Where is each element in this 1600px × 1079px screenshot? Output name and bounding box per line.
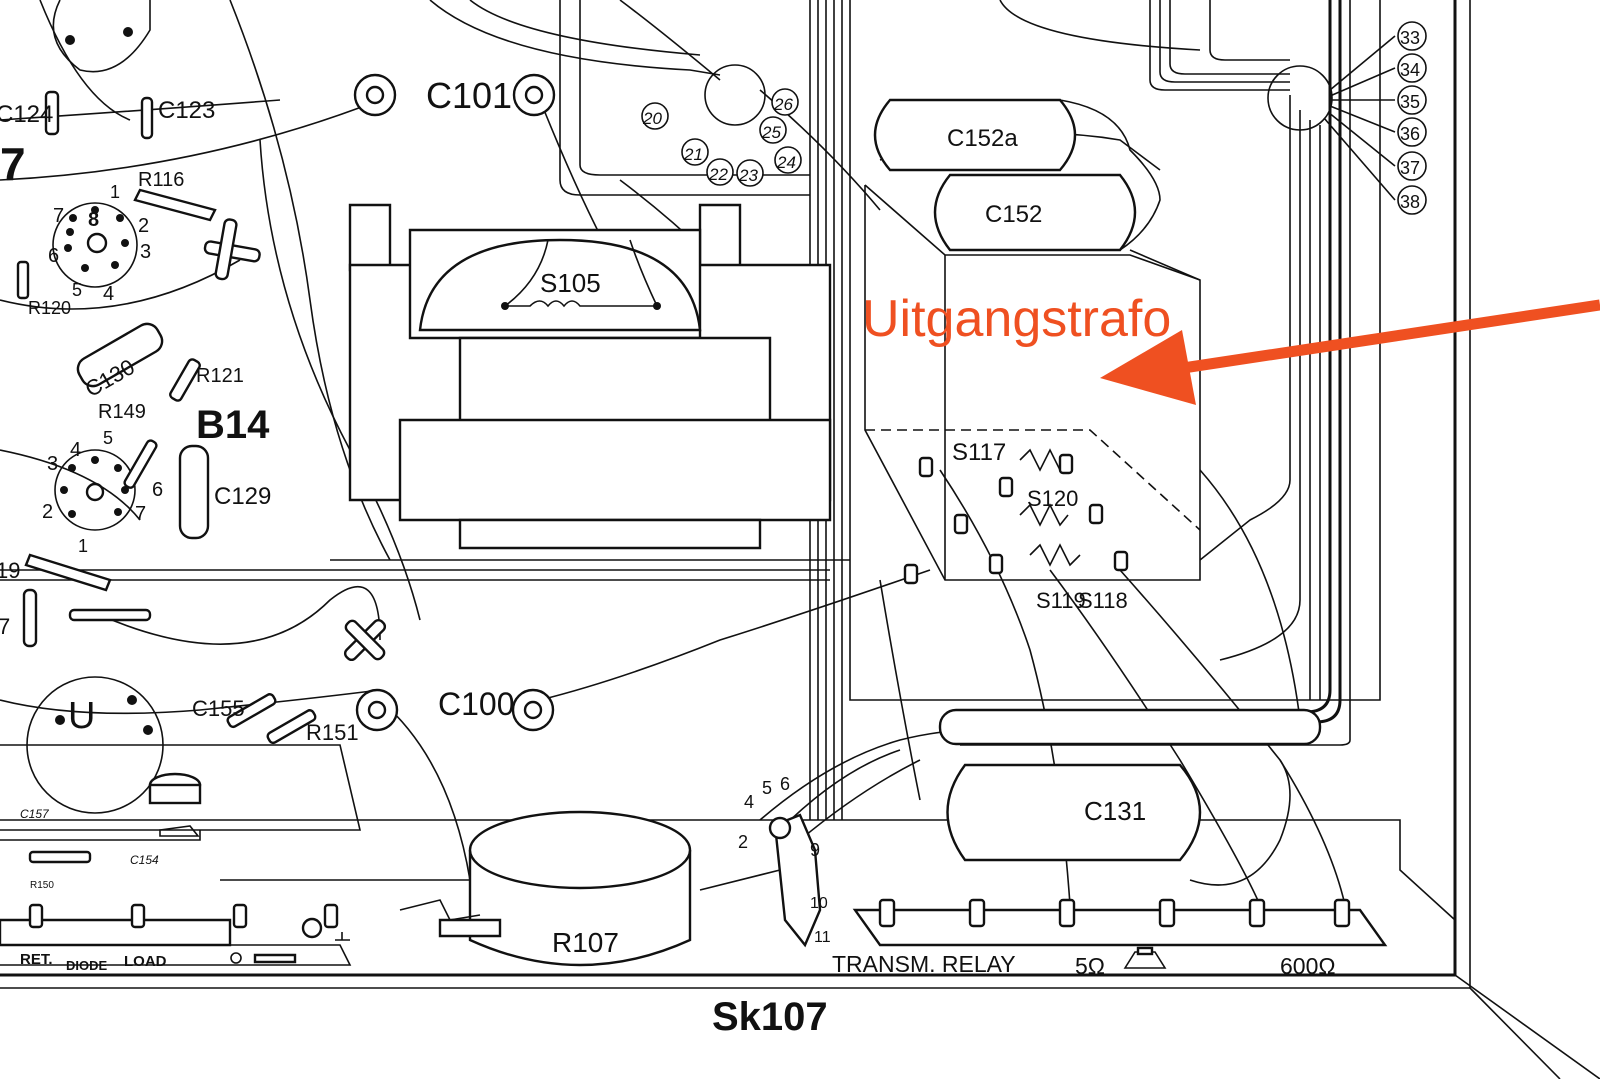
tube-partial-top [52,0,151,73]
c124-label: C124 [0,101,53,128]
c100-label: C100 [438,686,515,722]
terminal-strip-left: RET. DIODE LOAD [0,903,352,973]
left-components: C124 7 C123 R116 R120 C130 R121 R149 B14… [0,90,362,891]
arrow-left-icon [1100,299,1600,405]
s119-label: S119 [1036,588,1086,613]
cn-22: 22 [708,165,728,184]
cn-20: 20 [642,109,662,128]
tube-socket-bottom: 1 2 3 4 5 6 7 [42,428,163,556]
output-transformer-box: S117 S120 S119 S118 [864,184,1201,613]
c100-terminals: C100 [355,686,555,732]
pin-b-3: 3 [47,453,58,475]
r151-label: R151 [306,720,359,745]
c123-label: C123 [158,97,215,124]
fragment-7-top: 7 [0,138,26,190]
c101-terminals: C101 [353,73,556,117]
cable-sleeve [938,708,1322,746]
s105-label: S105 [540,268,601,298]
pin-3: 3 [140,241,151,263]
sw-term-6: 6 [780,774,790,794]
sw-term-10: 10 [810,895,828,912]
r121-label: R121 [196,365,244,387]
chassis-label: Sk107 [712,995,828,1039]
label-diode: DIODE [66,958,108,973]
tag-connector [203,218,387,662]
r120-label: R120 [28,298,71,318]
pin-b-4: 4 [70,439,81,461]
misc-bottom-parts [230,917,350,964]
c154-label: C154 [130,853,159,867]
label-load: LOAD [124,953,167,970]
cn-35: 35 [1400,92,1420,112]
sw-term-11: 11 [814,929,831,946]
label-transm-relay: TRANSM. RELAY [832,951,1016,977]
pin-4: 4 [103,283,114,305]
s117-label: S117 [952,439,1006,466]
pin-b-6: 6 [152,479,163,501]
r107-label: R107 [552,927,619,958]
c152-label: C152 [985,201,1042,228]
sw-term-4: 4 [744,792,754,812]
pin-6: 6 [48,245,59,267]
c131-label: C131 [1084,796,1146,826]
fragment-7-bottom: 7 [0,614,10,639]
fragment-19: 19 [0,558,20,583]
wire-harness [0,0,1346,906]
label-600ohm: 600Ω [1280,953,1336,979]
u-tube-label: U [68,695,95,737]
sw-term-9: 9 [810,840,820,860]
cn-34: 34 [1400,60,1420,80]
r116-label: R116 [138,169,184,191]
annotation-overlay: Uitgangstrafo [862,290,1600,405]
cn-21: 21 [683,145,703,164]
r150-label: R150 [30,880,54,891]
speaker-icon [1123,946,1167,969]
s118-label: S118 [1078,588,1128,613]
r107-potentiometer: R107 [399,810,692,967]
tube-socket-top: 1 2 3 4 5 6 7 8 [48,182,151,305]
cable-grommet-left: 20 21 22 23 24 25 26 [641,64,802,187]
r149-label: R149 [98,401,146,423]
c131-capacitor: C131 [946,763,1202,862]
pin-b-7: 7 [135,503,146,525]
cn-37: 37 [1400,158,1420,178]
cn-24: 24 [776,153,796,172]
label-5ohm: 5Ω [1075,953,1105,979]
c157-label: C157 [20,807,50,821]
pin-b-5: 5 [103,428,113,448]
cable-grommet-right: 33 34 35 36 37 38 [1267,21,1427,215]
c152a-label: C152a [947,125,1018,152]
c101-label: C101 [426,75,512,116]
c152-capacitors: C152a C152 [873,98,1161,252]
pin-7: 7 [53,205,64,227]
cn-25: 25 [761,123,781,142]
c129-label: C129 [214,483,271,510]
label-ret: RET. [20,951,53,968]
pin-2: 2 [138,215,149,237]
s105-transformer: S105 [348,203,832,550]
wave-switch: 4 5 6 2 9 10 11 [738,774,831,948]
terminal-strip-right: TRANSM. RELAY 5Ω 600Ω [832,898,1388,979]
sw-term-2: 2 [738,832,748,852]
pin-8: 8 [88,209,99,231]
cn-33: 33 [1400,28,1420,48]
cn-36: 36 [1400,124,1420,144]
pin-b-1: 1 [78,536,88,556]
pin-b-2: 2 [42,501,53,523]
s120-label: S120 [1027,486,1078,511]
cn-26: 26 [773,95,793,114]
pin-1: 1 [110,182,120,202]
sw-term-5: 5 [762,778,772,798]
annotation-text: Uitgangstrafo [862,290,1171,348]
c155-label: C155 [192,696,245,721]
cn-38: 38 [1400,192,1420,212]
cn-23: 23 [738,166,758,185]
pin-5: 5 [72,280,82,300]
b14-label: B14 [196,403,270,447]
